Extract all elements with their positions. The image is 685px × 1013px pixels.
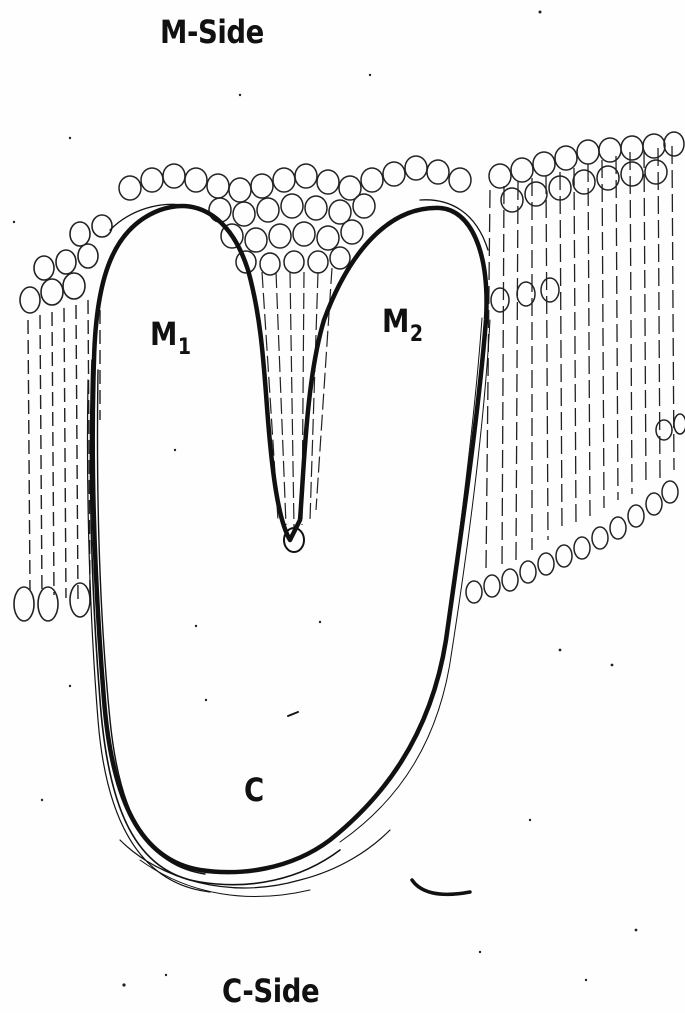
region-m1-subscript: 1 — [178, 335, 191, 360]
ink-mark — [412, 880, 470, 894]
ink-dash — [288, 712, 298, 716]
region-m1-letter: M — [150, 315, 177, 353]
c-side-label: C-Side — [222, 975, 319, 1007]
region-m2-subscript: 2 — [410, 322, 423, 347]
region-m2-letter: M — [382, 302, 409, 340]
region-m1-label: M1 — [150, 318, 191, 350]
region-m2-label: M2 — [382, 305, 423, 337]
top-cell-cluster — [119, 156, 471, 275]
m-side-label: M-Side — [160, 16, 264, 48]
region-c-label: C — [244, 774, 264, 806]
membrane-outline — [87, 200, 490, 897]
specks — [13, 11, 638, 987]
fold-columns — [262, 268, 332, 528]
